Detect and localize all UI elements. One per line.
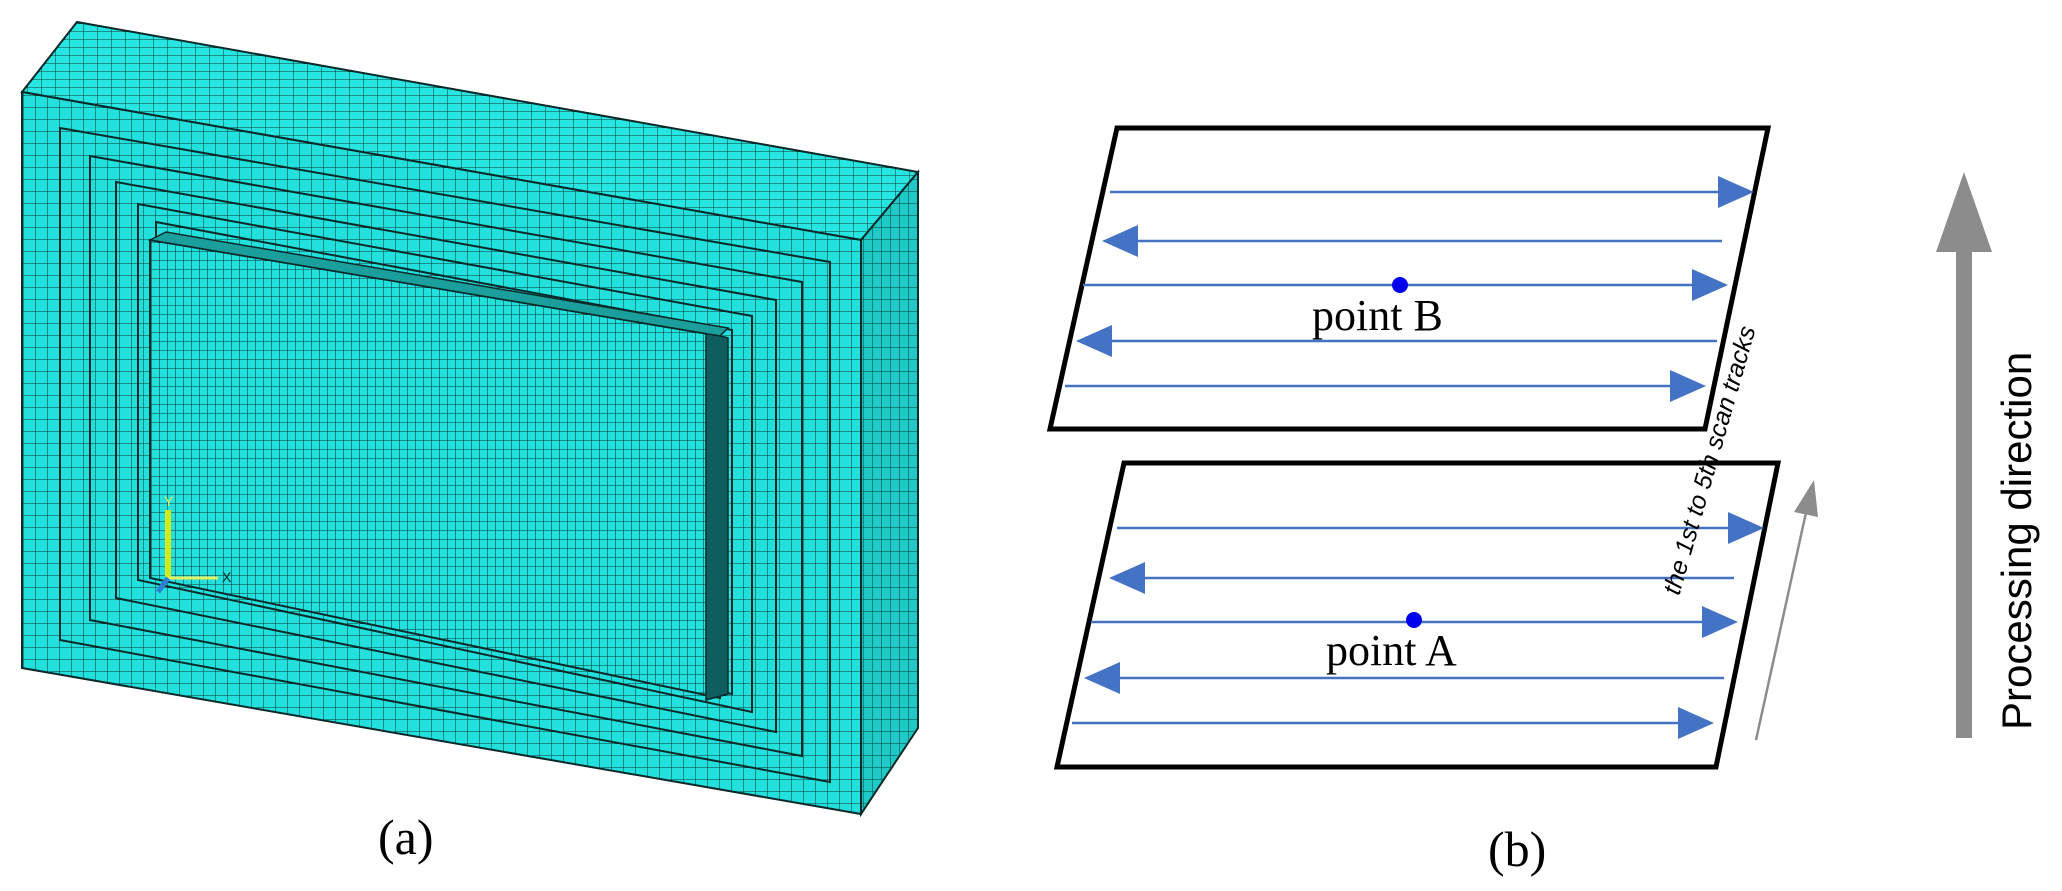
scan-track-right [1072,707,1714,739]
panel-a-label: (a) [378,809,434,865]
lower-scan-tracks [1072,512,1764,739]
processing-direction-label: Processing direction [1993,351,2040,730]
scan-track-left [1102,225,1722,257]
upper-layer [1046,125,1772,432]
point-a-label: point A [1326,626,1457,675]
scan-track-right [1083,269,1728,301]
mesh-model [20,20,920,818]
processing-direction-arrow [1936,172,1992,738]
scan-track-left [1084,662,1724,694]
scan-track-right [1117,512,1764,544]
axis-triad-x-label: X [222,569,232,585]
upper-scan-tracks [1065,176,1754,402]
mesh-inner-part-top [147,231,730,337]
axis-triad-y-label: Y [164,493,174,509]
scan-track-left [1109,562,1734,594]
mesh-side-face [860,169,919,818]
lower-layer [1053,460,1782,770]
point-b-dot [1392,277,1408,293]
scan-track-right [1110,176,1754,208]
scan-track-left [1076,325,1717,357]
axis-triad: Y X [155,493,232,594]
mesh-inner-part-edge [705,331,729,701]
point-a-dot [1406,612,1422,628]
scan-track-right [1065,370,1706,402]
mesh-concentric-rings [59,126,831,784]
point-b-label: point B [1312,291,1443,340]
panel-b-label: (b) [1488,821,1547,877]
upper-layer-outline [1046,125,1772,432]
scan-sequence-arrow [1754,480,1818,741]
scan-track-right [1091,606,1738,638]
